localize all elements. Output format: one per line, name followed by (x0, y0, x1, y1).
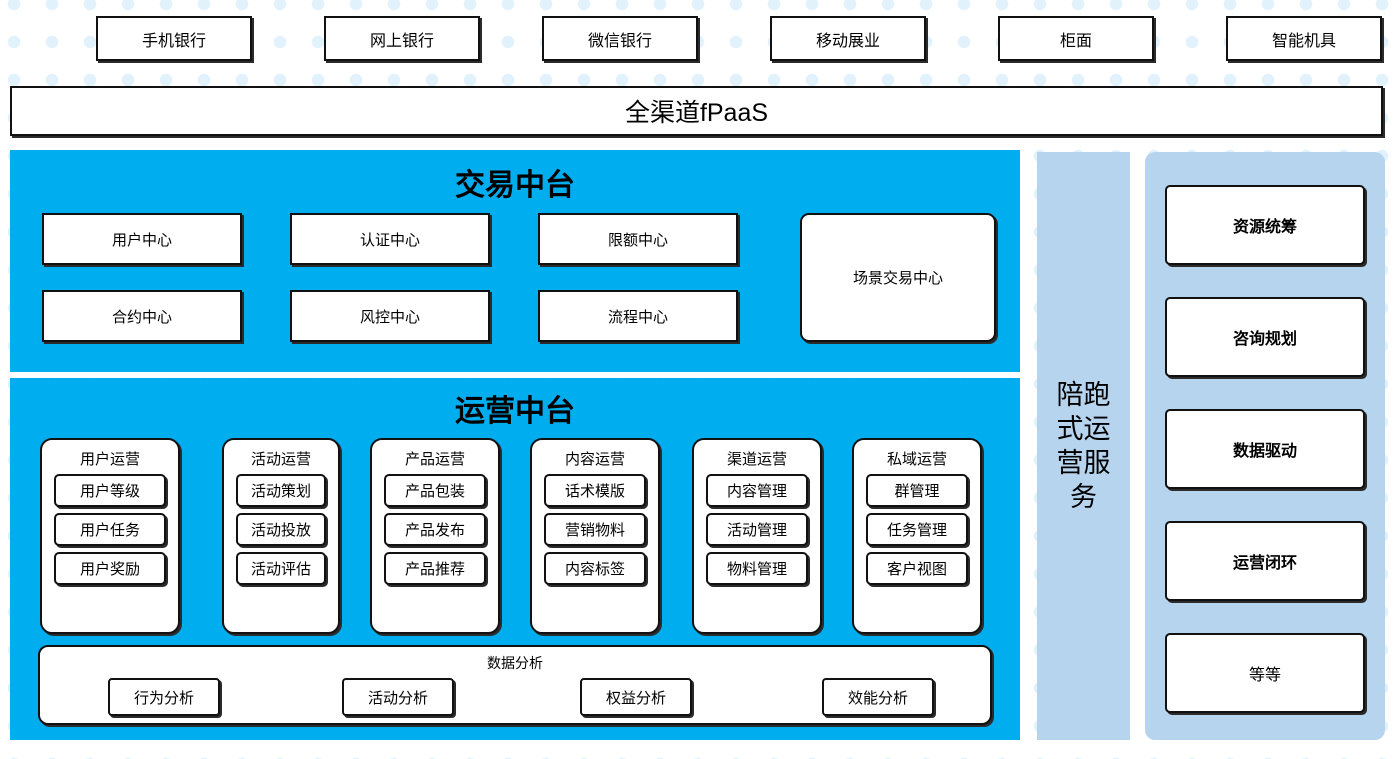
ops-column-campaign[interactable]: 活动运营 活动策划 活动投放 活动评估 (222, 438, 340, 634)
value-item-etc[interactable]: 等等 (1165, 633, 1365, 713)
ops-column-title: 渠道运营 (726, 451, 787, 468)
trade-box-label: 场景交易中心 (852, 270, 943, 287)
trade-center-panel: 交易中台 用户中心 认证中心 限额中心 合约中心 风控中心 流程中心 场景交易中… (10, 150, 1020, 372)
channel-label-text: 微信银行 (587, 32, 652, 50)
data-analysis-item-campaign[interactable]: 活动分析 (342, 678, 454, 716)
ops-item[interactable]: 用户等级 (54, 474, 166, 507)
trade-center-title: 交易中台 (455, 169, 575, 202)
fpaas-bar-label: 全渠道fPaaS (624, 99, 769, 127)
data-analysis-section: 数据分析 行为分析 活动分析 权益分析 效能分析 (38, 645, 992, 725)
data-analysis-item-label: 行为分析 (133, 689, 194, 707)
trade-box-label: 流程中心 (607, 308, 668, 326)
ops-item[interactable]: 内容标签 (544, 552, 646, 585)
ops-item[interactable]: 用户任务 (54, 513, 166, 546)
ops-column-channel[interactable]: 渠道运营 内容管理 活动管理 物料管理 (692, 438, 822, 634)
ops-item[interactable]: 活动管理 (706, 513, 808, 546)
trade-box-label: 限额中心 (607, 231, 668, 249)
ops-column-title: 活动运营 (250, 451, 311, 468)
accompany-service-column: 陪跑式运营服务 (1037, 152, 1130, 740)
value-item-data-driven[interactable]: 数据驱动 (1165, 409, 1365, 489)
ops-item[interactable]: 营销物料 (544, 513, 646, 546)
trade-box-auth-center[interactable]: 认证中心 (290, 213, 490, 265)
trade-box-limit-center[interactable]: 限额中心 (538, 213, 738, 265)
trade-box-risk-center[interactable]: 风控中心 (290, 290, 490, 342)
value-item-label: 咨询规划 (1232, 331, 1297, 348)
ops-center-title: 运营中台 (455, 395, 575, 428)
channel-box-online-bank[interactable]: 网上银行 (324, 16, 480, 61)
ops-item[interactable]: 产品包装 (384, 474, 486, 507)
value-item-resource[interactable]: 资源统筹 (1165, 185, 1365, 265)
ops-item[interactable]: 产品发布 (384, 513, 486, 546)
ops-item[interactable]: 活动评估 (236, 552, 326, 585)
trade-box-label: 合约中心 (111, 308, 172, 326)
trade-box-user-center[interactable]: 用户中心 (42, 213, 242, 265)
value-item-label: 资源统筹 (1232, 219, 1297, 236)
ops-item[interactable]: 产品推荐 (384, 552, 486, 585)
channel-label-text: 柜面 (1059, 32, 1092, 50)
ops-item[interactable]: 群管理 (866, 474, 968, 507)
channel-label-text: 移动展业 (815, 32, 880, 50)
data-analysis-item-behavior[interactable]: 行为分析 (108, 678, 220, 716)
trade-box-label: 风控中心 (359, 308, 420, 326)
ops-column-title: 私域运营 (886, 451, 947, 468)
ops-column-user[interactable]: 用户运营 用户等级 用户任务 用户奖励 (40, 438, 180, 634)
ops-item[interactable]: 客户视图 (866, 552, 968, 585)
channel-label-text: 手机银行 (141, 32, 206, 50)
channel-label-text: 网上银行 (369, 32, 434, 50)
channel-box-mobile-business[interactable]: 移动展业 (770, 16, 926, 61)
ops-item[interactable]: 活动策划 (236, 474, 326, 507)
omnichannel-fpaas-bar[interactable]: 全渠道fPaaS (10, 86, 1383, 136)
channel-box-counter[interactable]: 柜面 (998, 16, 1154, 61)
data-analysis-item-benefit[interactable]: 权益分析 (580, 678, 692, 716)
value-item-ops-loop[interactable]: 运营闭环 (1165, 521, 1365, 601)
value-item-label: 运营闭环 (1232, 555, 1297, 572)
data-analysis-item-label: 活动分析 (367, 689, 428, 707)
ops-column-title: 用户运营 (79, 451, 140, 468)
data-analysis-title: 数据分析 (487, 655, 543, 671)
ops-item[interactable]: 任务管理 (866, 513, 968, 546)
channel-label-text: 智能机具 (1271, 32, 1336, 50)
ops-item[interactable]: 物料管理 (706, 552, 808, 585)
ops-item[interactable]: 活动投放 (236, 513, 326, 546)
trade-box-contract-center[interactable]: 合约中心 (42, 290, 242, 342)
value-item-label: 等等 (1248, 667, 1281, 684)
ops-item[interactable]: 话术模版 (544, 474, 646, 507)
value-item-label: 数据驱动 (1232, 443, 1297, 460)
ops-item[interactable]: 用户奖励 (54, 552, 166, 585)
trade-box-label: 认证中心 (359, 231, 420, 249)
ops-column-private-domain[interactable]: 私域运营 群管理 任务管理 客户视图 (852, 438, 982, 634)
trade-box-label: 用户中心 (111, 231, 172, 249)
channel-box-mobile-bank[interactable]: 手机银行 (96, 16, 252, 61)
data-analysis-item-label: 权益分析 (605, 689, 666, 707)
channel-box-wechat-bank[interactable]: 微信银行 (542, 16, 698, 61)
data-analysis-item-label: 效能分析 (847, 689, 908, 707)
value-item-consulting[interactable]: 咨询规划 (1165, 297, 1365, 377)
trade-box-process-center[interactable]: 流程中心 (538, 290, 738, 342)
ops-item[interactable]: 内容管理 (706, 474, 808, 507)
ops-column-title: 产品运营 (404, 451, 465, 468)
channel-box-smart-machine[interactable]: 智能机具 (1226, 16, 1382, 61)
ops-column-title: 内容运营 (564, 451, 625, 468)
data-analysis-item-efficiency[interactable]: 效能分析 (822, 678, 934, 716)
trade-box-scene-transaction-center[interactable]: 场景交易中心 (800, 213, 996, 342)
ops-column-product[interactable]: 产品运营 产品包装 产品发布 产品推荐 (370, 438, 500, 634)
accompany-service-label: 陪跑式运营服务 (1056, 380, 1111, 512)
value-panel: 资源统筹 咨询规划 数据驱动 运营闭环 等等 (1145, 152, 1385, 740)
ops-column-content[interactable]: 内容运营 话术模版 营销物料 内容标签 (530, 438, 660, 634)
front-end-channel-row: 手机银行 网上银行 微信银行 移动展业 柜面 智能机具 (0, 0, 1393, 78)
